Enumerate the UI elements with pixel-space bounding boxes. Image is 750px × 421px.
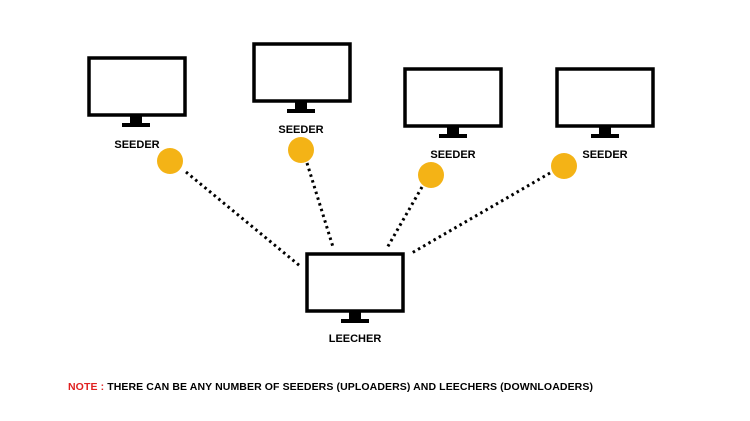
seeder-node-2: SEEDER xyxy=(252,42,352,163)
seeder-label: SEEDER xyxy=(430,149,475,161)
peer-dot xyxy=(288,137,314,163)
seeder-label: SEEDER xyxy=(114,139,159,151)
footnote: NOTE : THERE CAN BE ANY NUMBER OF SEEDER… xyxy=(68,381,593,393)
seeder-node-3: SEEDER xyxy=(403,67,503,188)
monitor-icon xyxy=(305,252,405,323)
seeder-node-4: SEEDER xyxy=(551,67,655,179)
connection-seeder-1-leecher xyxy=(185,170,301,268)
monitor-icon xyxy=(87,56,187,127)
peer-dot xyxy=(418,162,444,188)
connections xyxy=(185,162,551,268)
connection-seeder-2-leecher xyxy=(305,162,335,248)
monitor-icon xyxy=(252,42,352,113)
monitor-icon xyxy=(555,67,655,138)
note-text: THERE CAN BE ANY NUMBER OF SEEDERS (UPLO… xyxy=(107,381,594,393)
connection-seeder-3-leecher xyxy=(385,186,424,249)
seeder-node-1: SEEDER xyxy=(87,56,187,174)
seeder-label: SEEDER xyxy=(582,149,627,161)
leecher-label: LEECHER xyxy=(329,333,382,345)
leecher-node: LEECHER xyxy=(305,252,405,345)
peer-dot xyxy=(551,153,577,179)
note-prefix: NOTE : xyxy=(68,381,108,393)
peer-dot xyxy=(157,148,183,174)
monitor-icon xyxy=(403,67,503,138)
seeder-label: SEEDER xyxy=(278,124,323,136)
